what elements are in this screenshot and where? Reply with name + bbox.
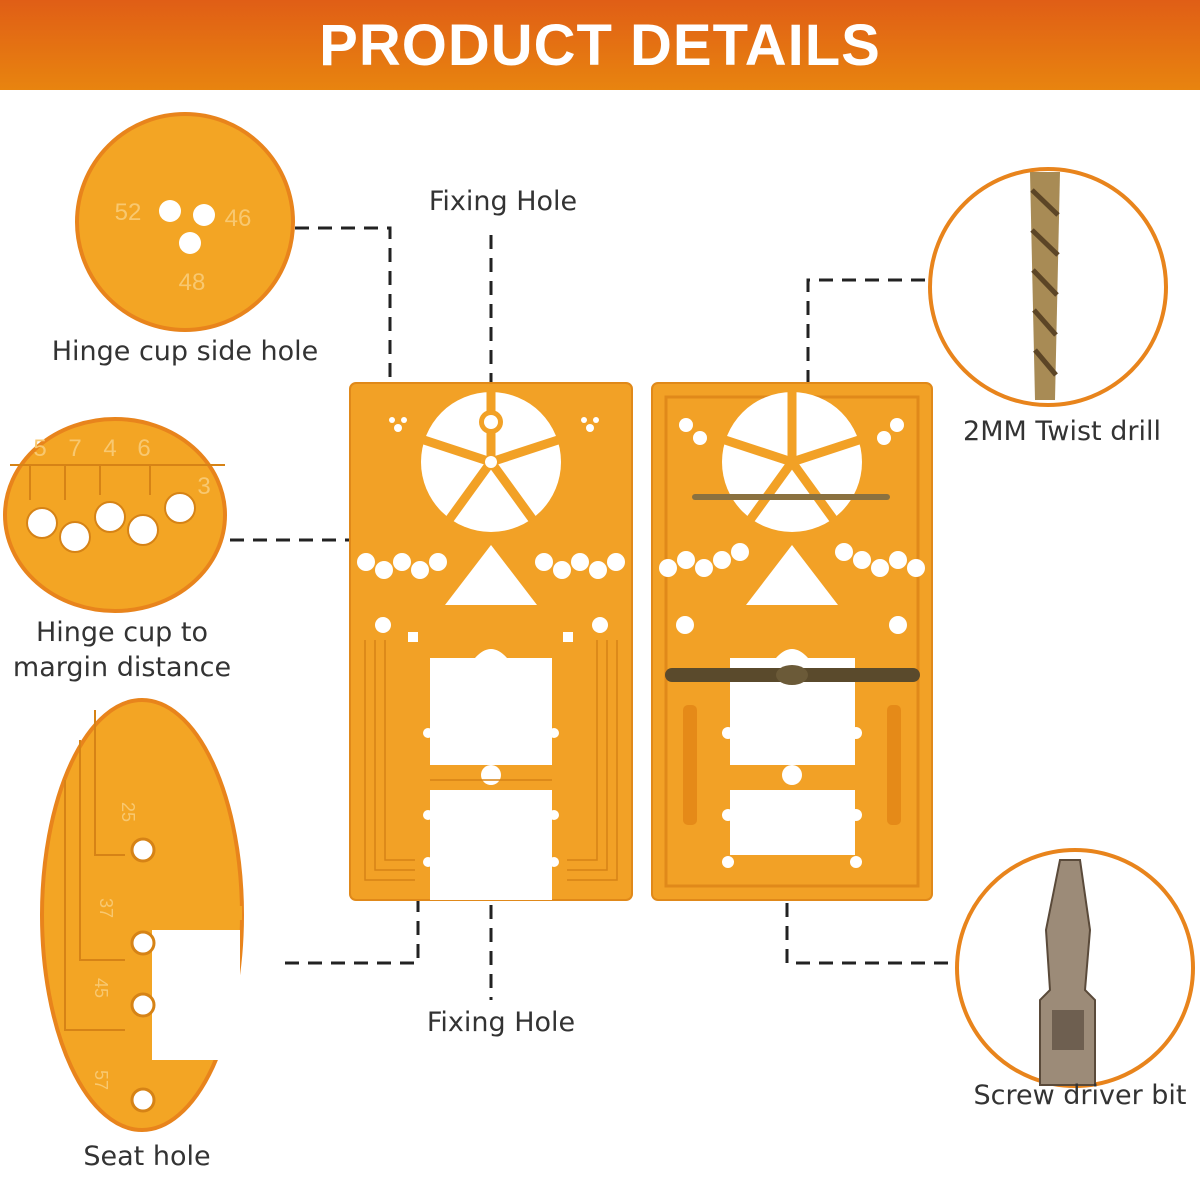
screwdriver-bit-in-plate [665, 665, 920, 685]
detail-side-hole-circle: 52 46 48 [75, 112, 295, 332]
side-hole-number: 48 [179, 269, 206, 296]
seat-number: 25 [118, 802, 138, 822]
label-twist-drill: 2MM Twist drill [963, 416, 1161, 447]
left-template-plate [349, 382, 633, 901]
drill-bit-in-plate [692, 494, 890, 500]
seat-number: 57 [91, 1070, 111, 1090]
detail-margin-circle: 5 7 4 6 3 [3, 417, 227, 613]
header-banner: PRODUCT DETAILS [0, 0, 1200, 90]
label-fixing-hole-top: Fixing Hole [428, 186, 578, 217]
detail-screwdriver-bit-circle [955, 848, 1195, 1088]
margin-number: 5 [33, 435, 46, 462]
page-title: PRODUCT DETAILS [319, 12, 881, 78]
side-hole-number: 52 [115, 199, 142, 226]
label-hinge-cup-margin-line2: margin distance [12, 652, 232, 683]
leader-bit [785, 690, 948, 965]
detail-twist-drill-circle [928, 167, 1168, 407]
leader-side-hole [295, 226, 392, 425]
seat-number: 37 [96, 898, 116, 918]
label-screw-driver-bit: Screw driver bit [973, 1080, 1187, 1111]
leader-drill [806, 278, 925, 415]
label-fixing-hole-bottom: Fixing Hole [426, 1007, 576, 1038]
detail-seat-ellipse: 25 37 45 57 [40, 698, 244, 1132]
seat-number: 45 [91, 978, 111, 998]
label-seat-hole: Seat hole [83, 1141, 211, 1172]
margin-number: 7 [68, 435, 81, 462]
right-template-plate [651, 382, 933, 901]
margin-number: 4 [103, 435, 116, 462]
side-hole-number: 46 [225, 205, 252, 232]
margin-number: 6 [137, 435, 150, 462]
label-hinge-cup-margin-line1: Hinge cup to [35, 617, 209, 648]
label-hinge-cup-side-hole: Hinge cup side hole [51, 336, 319, 367]
margin-number: 3 [197, 473, 210, 500]
